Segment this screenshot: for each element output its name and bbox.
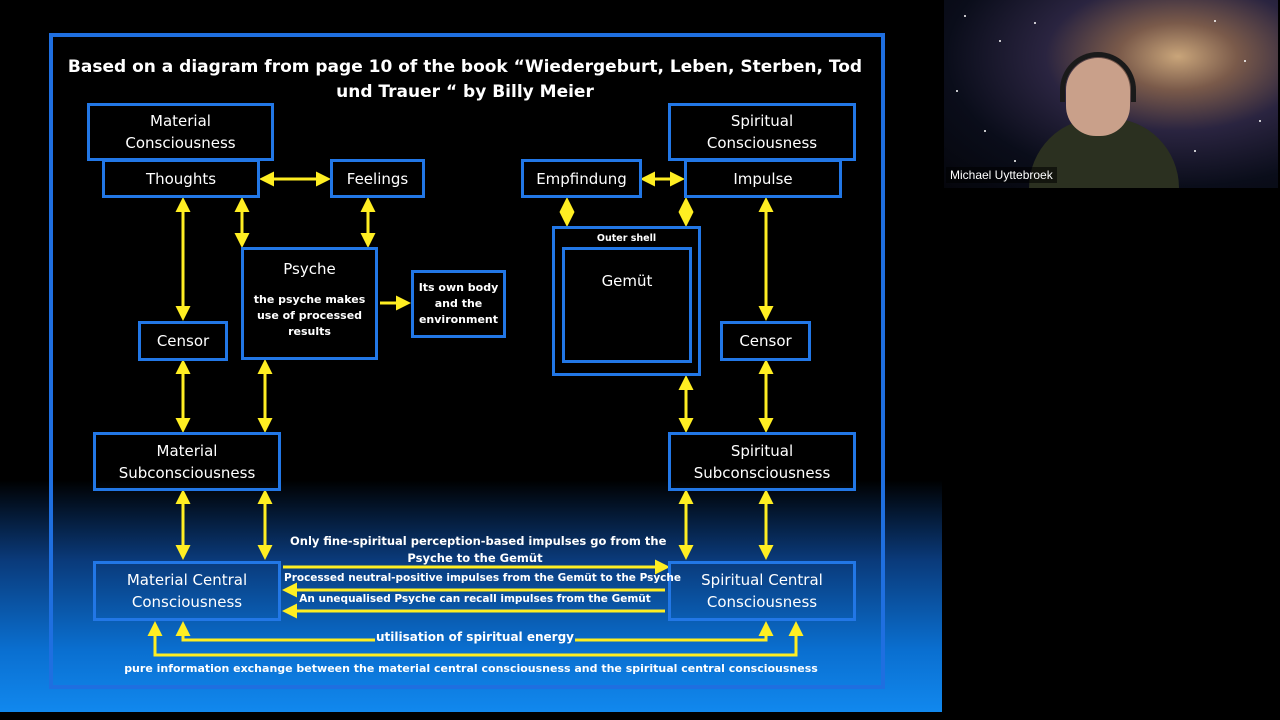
own-body-box: Its own body and the environment [411,270,506,338]
thoughts-box: Thoughts [102,159,260,198]
participant-video-tile[interactable]: Michael Uyttebroek [944,0,1278,188]
unequalised-label: An unequalised Psyche can recall impulse… [299,593,651,605]
spiritual-central-box: Spiritual Central Consciousness [668,561,856,621]
utilisation-label: utilisation of spiritual energy [375,630,574,644]
gemuet-box: Gemüt [562,247,692,363]
title-line-1: Based on a diagram from page 10 of the b… [67,57,863,77]
empfindung-box: Empfindung [521,159,642,198]
material-consciousness-box: Material Consciousness [87,103,274,161]
fine-spiritual-label-1: Only fine-spiritual perception-based imp… [290,534,667,548]
slide-title: Based on a diagram from page 10 of the b… [60,55,870,105]
arrow-pure-information [147,621,804,657]
material-central-box: Material Central Consciousness [93,561,281,621]
censor-right-box: Censor [720,321,811,361]
slide-frame [49,33,885,689]
outer-shell-label: Outer shell [596,233,657,244]
material-subconsciousness-box: Material Subconsciousness [93,432,281,491]
processed-neutral-label: Processed neutral-positive impulses from… [284,572,682,584]
censor-left-box: Censor [138,321,228,361]
psyche-description: the psyche makes use of processed result… [253,293,366,338]
outer-shell-box: Outer shell Gemüt [552,226,701,376]
spiritual-subconsciousness-box: Spiritual Subconsciousness [668,432,856,491]
headset-icon [1060,52,1136,102]
pure-information-label: pure information exchange between the ma… [124,662,818,675]
fine-spiritual-label-2: Psyche to the Gemüt [407,551,543,565]
spiritual-consciousness-box: Spiritual Consciousness [668,103,856,161]
participant-name: Michael Uyttebroek [946,167,1057,183]
psyche-title: Psyche [283,260,336,278]
feelings-box: Feelings [330,159,425,198]
presentation-slide: Based on a diagram from page 10 of the b… [0,0,942,712]
impulse-box: Impulse [684,159,842,198]
psyche-box: Psyche the psyche makes use of processed… [241,247,378,360]
title-line-2: und Trauer “ by Billy Meier [336,82,594,102]
diagram-arrows [147,171,804,657]
